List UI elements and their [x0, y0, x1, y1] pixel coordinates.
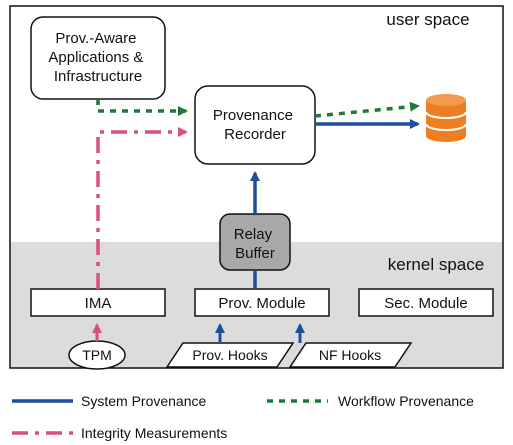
relay-buffer-line-1: Relay [234, 226, 273, 243]
legend-integrity-label: Integrity Measurements [81, 425, 227, 441]
user-space-label: user space [386, 10, 469, 29]
nf-hooks-box [288, 342, 413, 368]
sec-module-label: Sec. Module [384, 295, 467, 312]
provenance-recorder-label: Provenance Recorder [213, 107, 297, 143]
legend: System Provenance Workflow Provenance In… [12, 393, 474, 441]
ima-label: IMA [85, 295, 112, 312]
provenance-recorder-box [194, 85, 316, 165]
provenance-recorder-line-1: Provenance [213, 107, 293, 124]
workflow-edge-apps-to-recorder [96, 99, 188, 116]
workflow-edge-recorder-to-storage [314, 101, 420, 118]
prov-hooks-label: Prov. Hooks [192, 347, 267, 363]
prov-aware-apps-line-3: Infrastructure [54, 68, 142, 85]
legend-workflow-label: Workflow Provenance [338, 393, 474, 409]
system-frame [9, 5, 504, 369]
relay-buffer-line-2: Buffer [235, 245, 275, 262]
relay-buffer-label: Relay Buffer [234, 226, 277, 262]
nf-hooks-label: NF Hooks [319, 347, 381, 363]
legend-system-label: System Provenance [81, 393, 206, 409]
database-icon [425, 94, 467, 142]
kernel-space-label: kernel space [388, 255, 484, 274]
prov-aware-apps-label: Prov.-Aware Applications & Infrastructur… [48, 30, 147, 85]
sec-module-box [358, 288, 494, 317]
prov-hooks-box [165, 342, 295, 368]
prov-module-box [194, 288, 330, 317]
prov-module-label: Prov. Module [218, 295, 305, 312]
ima-box [30, 288, 166, 317]
prov-aware-apps-line-1: Prov.-Aware [55, 30, 136, 47]
prov-aware-apps-line-2: Applications & [48, 49, 143, 66]
integrity-edge-ima-to-recorder [96, 127, 188, 289]
tpm-label: TPM [82, 347, 112, 363]
provenance-recorder-line-2: Recorder [224, 126, 286, 143]
